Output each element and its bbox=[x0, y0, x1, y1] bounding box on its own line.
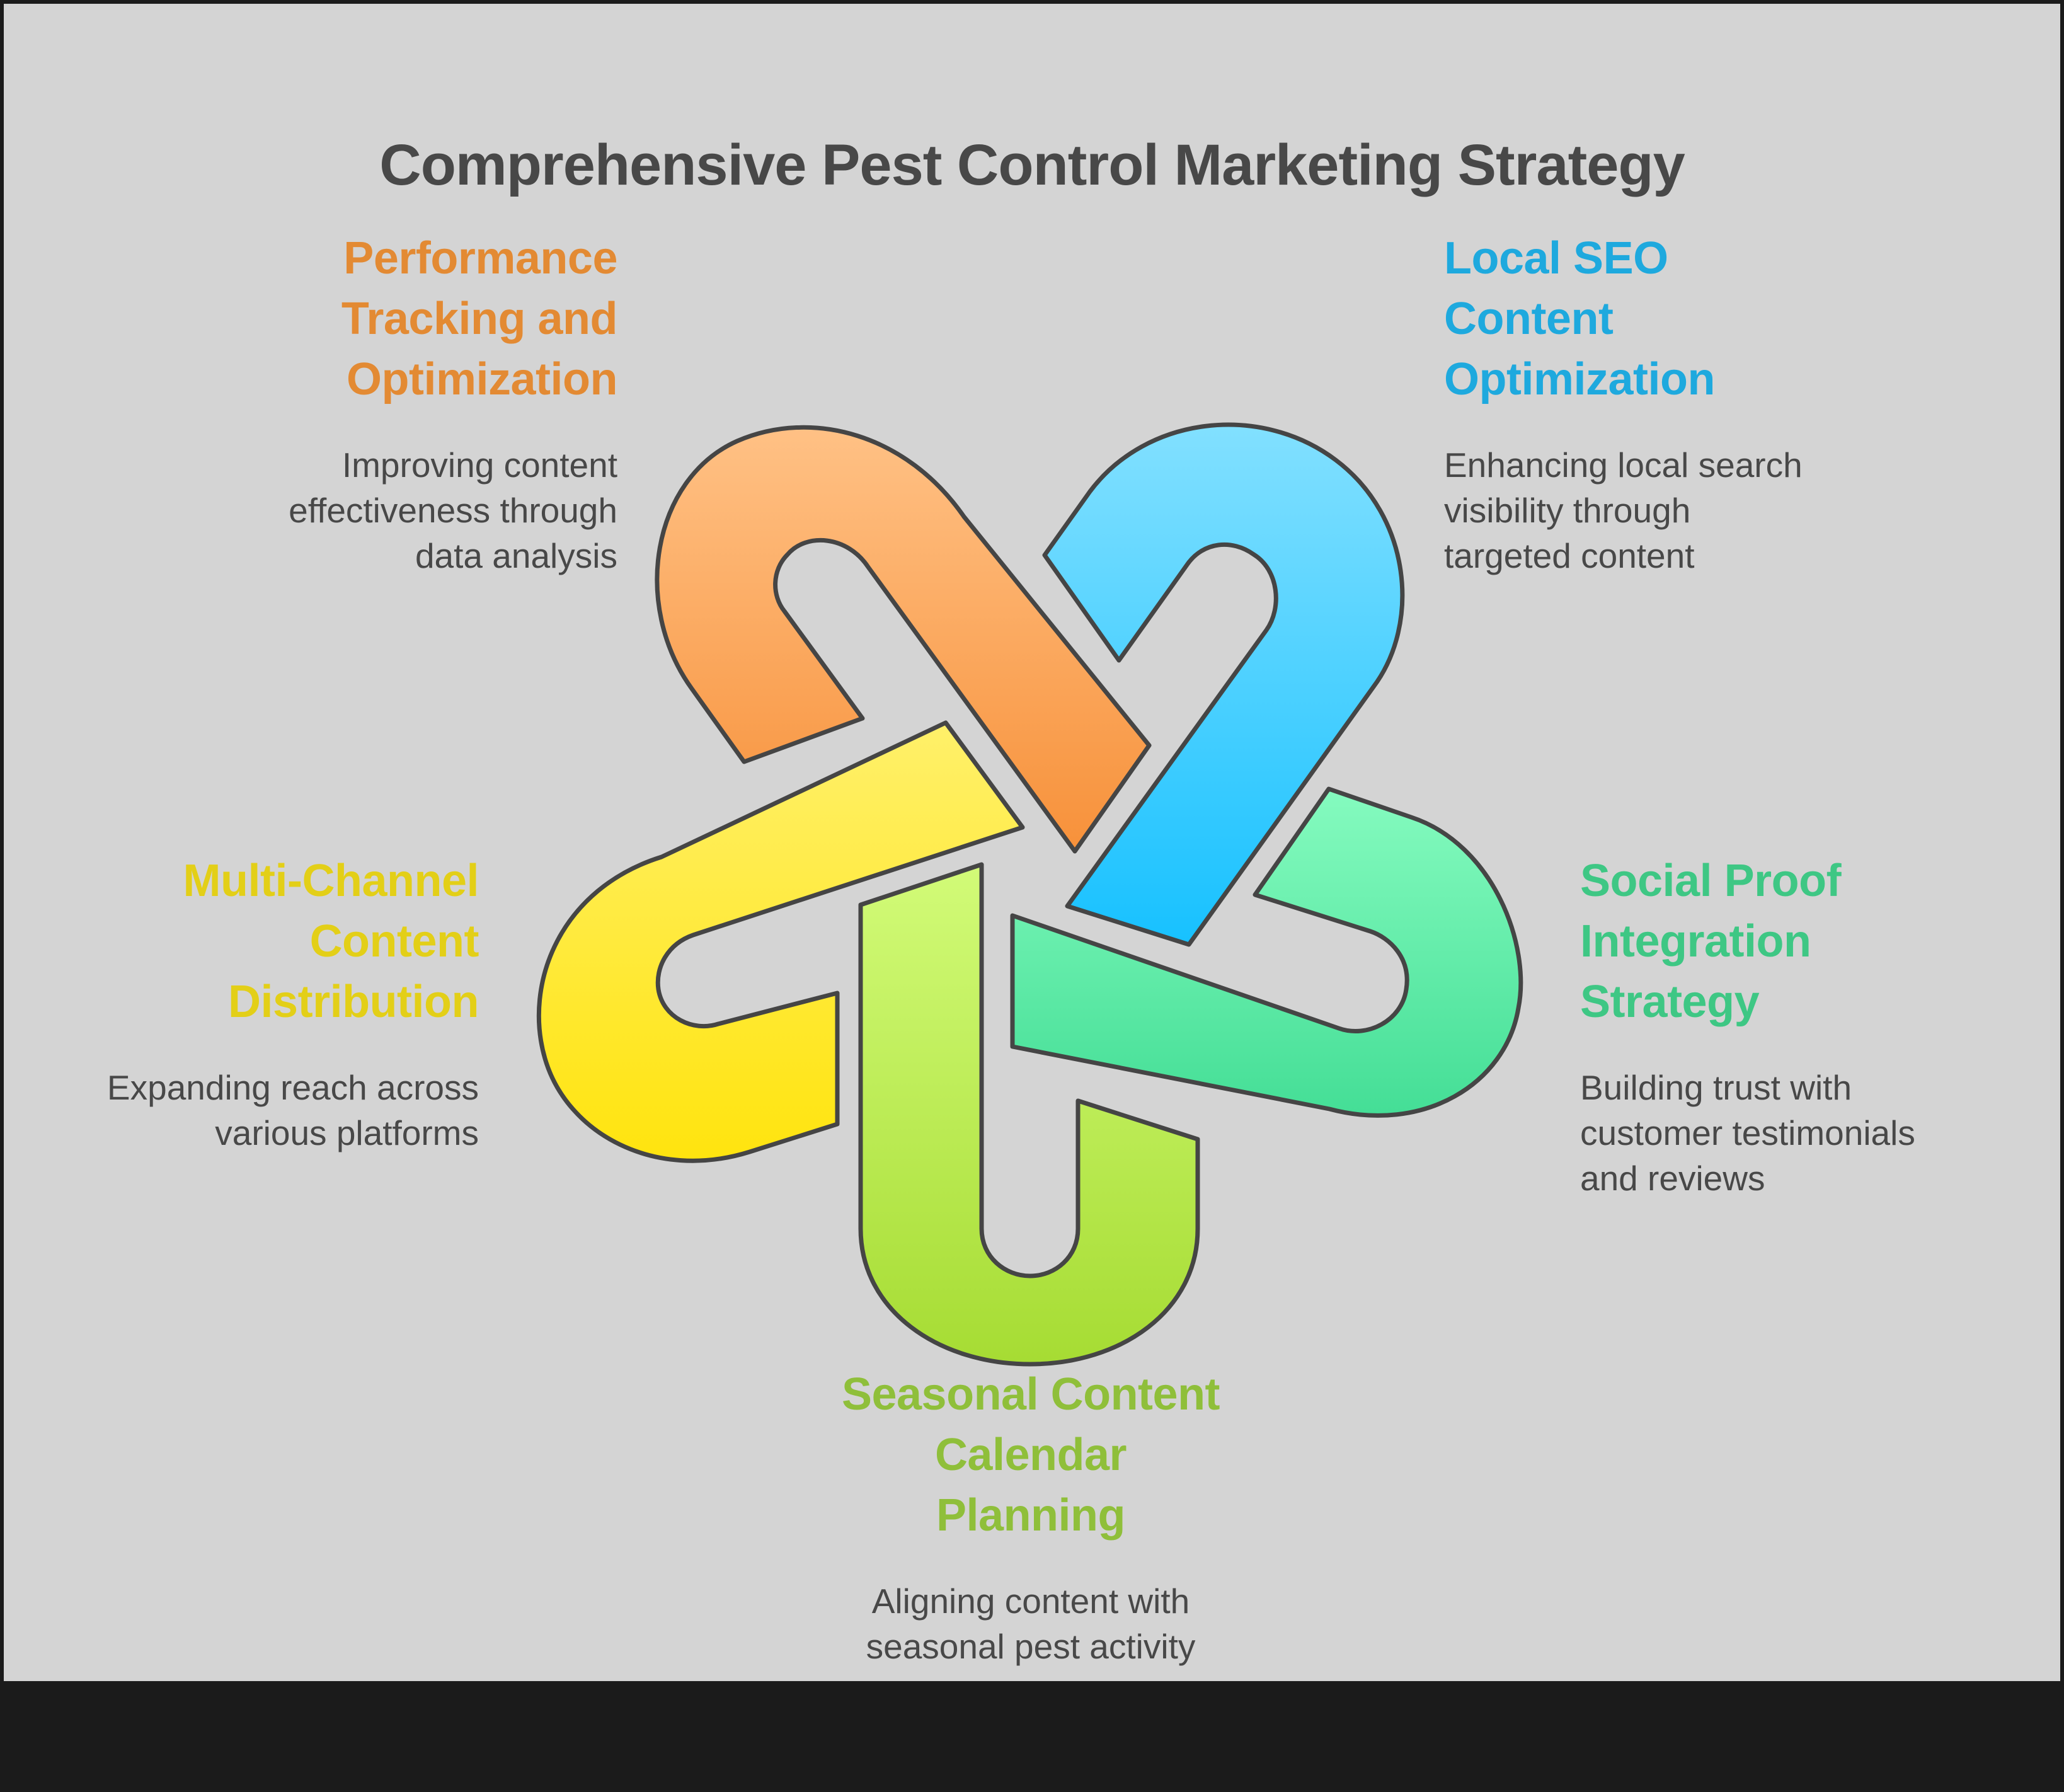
item-social-proof-integration: Social Proof Integration Strategy Buildi… bbox=[1580, 851, 2021, 1201]
performance-description: Improving content effectiveness through … bbox=[289, 445, 617, 575]
performance-heading: Performance Tracking and Optimization bbox=[341, 233, 618, 405]
item-performance-tracking: Performance Tracking and Optimization Im… bbox=[239, 228, 617, 578]
local-seo-heading: Local SEO Content Optimization bbox=[1444, 233, 1715, 405]
diagram-canvas bbox=[4, 4, 2060, 1681]
orange-link-shape bbox=[655, 425, 1152, 854]
social-proof-description: Building trust with customer testimonial… bbox=[1580, 1068, 1915, 1198]
item-local-seo: Local SEO Content Optimization Enhancing… bbox=[1444, 228, 1885, 578]
lime-link-shape bbox=[858, 862, 1200, 1367]
social-proof-heading: Social Proof Integration Strategy bbox=[1580, 856, 1842, 1027]
seasonal-heading: Seasonal Content Calendar Planning bbox=[841, 1369, 1220, 1541]
multi-channel-description: Expanding reach across various platforms bbox=[106, 1068, 479, 1152]
seasonal-description: Aligning content with seasonal pest acti… bbox=[866, 1582, 1196, 1666]
yellow-link-shape bbox=[536, 720, 1025, 1163]
item-seasonal-content-calendar: Seasonal Content Calendar Planning Align… bbox=[779, 1364, 1283, 1669]
green-link-shape bbox=[1010, 786, 1523, 1118]
blue-link-shape bbox=[1042, 422, 1405, 947]
multi-channel-heading: Multi-Channel Content Distribution bbox=[183, 856, 479, 1027]
item-multi-channel-distribution: Multi-Channel Content Distribution Expan… bbox=[38, 851, 479, 1156]
local-seo-description: Enhancing local search visibility throug… bbox=[1444, 445, 1803, 575]
diagram-title: Comprehensive Pest Control Marketing Str… bbox=[379, 133, 1685, 197]
